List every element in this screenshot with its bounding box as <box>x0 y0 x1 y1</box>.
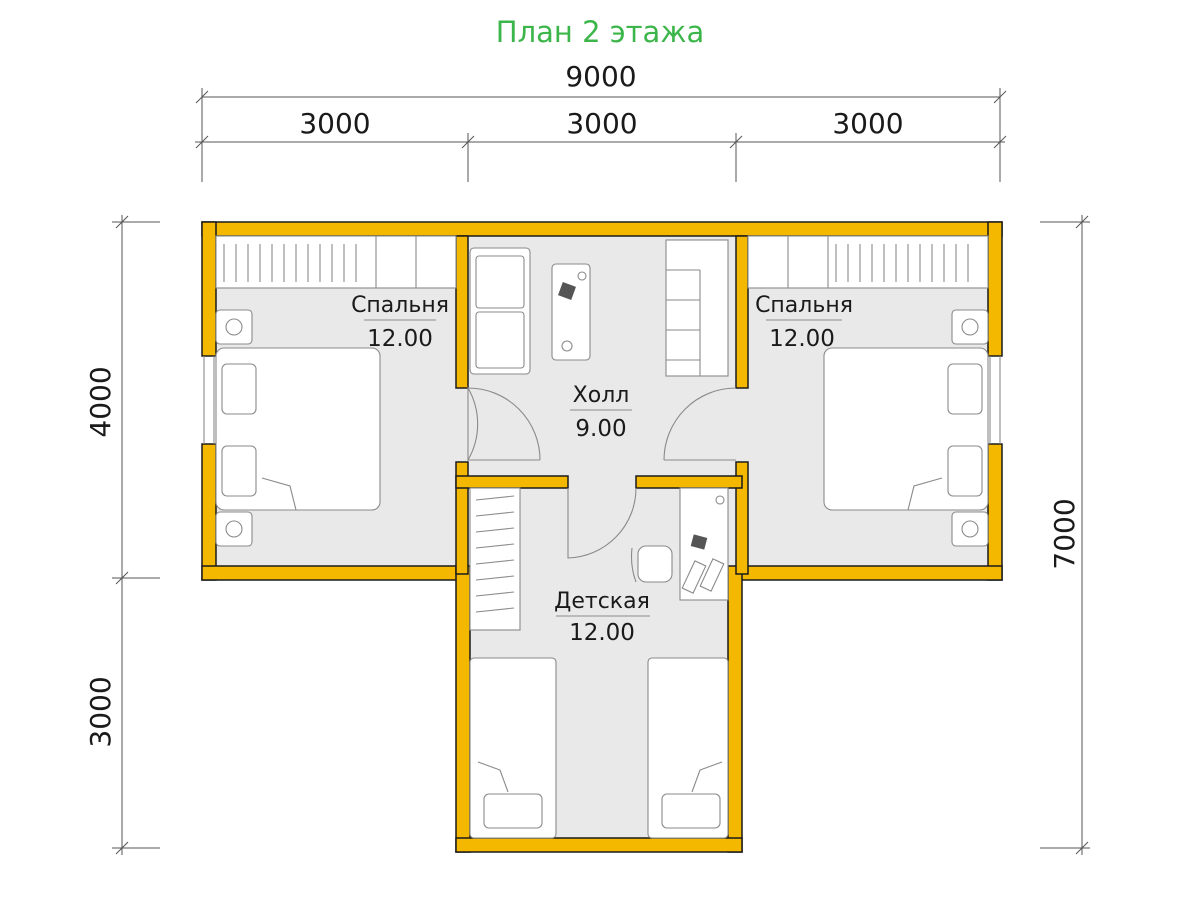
kids-bed-right <box>647 657 729 839</box>
right-bedroom-furniture: Спальня 12.00 <box>747 235 989 547</box>
kids-wardrobe <box>469 487 521 631</box>
left-bedroom-furniture: Спальня 12.00 <box>215 235 457 547</box>
dim-width-segment-1: 3000 <box>299 107 370 140</box>
dim-left-upper-height: 4000 <box>84 366 117 437</box>
hall-area: 9.00 <box>575 416 626 442</box>
walls <box>201 221 1003 853</box>
hall-furniture: Холл 9.00 <box>469 239 729 442</box>
staircase <box>665 239 729 377</box>
hall-name: Холл <box>573 383 630 408</box>
kids-bed-left <box>469 657 557 839</box>
dim-total-width: 9000 <box>565 60 636 93</box>
kids-room-furniture: Детская 12.00 <box>469 487 729 839</box>
kids-room-area: 12.00 <box>569 620 635 646</box>
right-dimensions: 7000 <box>1040 215 1090 855</box>
dim-width-segment-3: 3000 <box>832 107 903 140</box>
kids-room-name: Детская <box>554 589 650 614</box>
floor-area <box>216 236 988 838</box>
doors <box>467 385 737 559</box>
wardrobe-left <box>215 235 457 289</box>
dim-width-segment-2: 3000 <box>566 107 637 140</box>
bedroom-left-name: Спальня <box>351 293 449 318</box>
dim-left-lower-height: 3000 <box>84 676 117 747</box>
top-dimensions: 9000 3000 3000 3000 <box>195 60 1007 182</box>
wardrobe-right <box>747 235 989 289</box>
bed-right <box>823 347 989 511</box>
bed-left <box>215 347 381 511</box>
left-dimensions: 4000 3000 <box>84 215 160 855</box>
plan-title: План 2 этажа <box>496 15 704 49</box>
bedroom-right-area: 12.00 <box>769 326 835 352</box>
dim-total-height: 7000 <box>1048 498 1081 569</box>
bedroom-left-area: 12.00 <box>367 326 433 352</box>
bedroom-right-name: Спальня <box>755 293 853 318</box>
desk-chair <box>637 545 673 583</box>
